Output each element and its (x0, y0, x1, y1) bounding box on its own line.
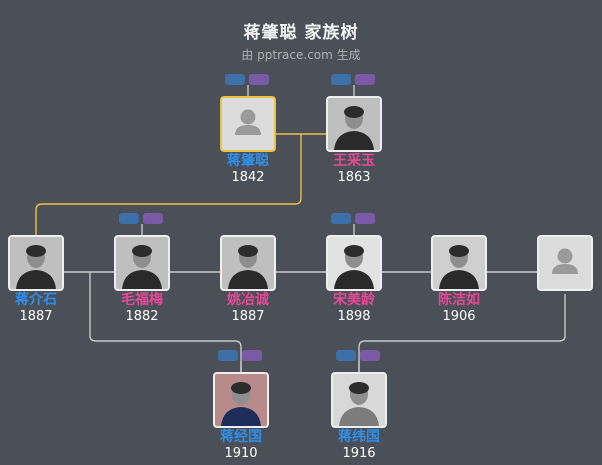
parent-expand-buttons (331, 74, 377, 85)
portrait-photo[interactable] (431, 235, 487, 291)
person-name[interactable]: 陈洁如 (438, 292, 480, 308)
add-father-button[interactable] (331, 213, 351, 224)
birth-year: 1887 (231, 309, 265, 324)
portrait-photo[interactable] (326, 96, 382, 152)
parent-expand-buttons (336, 350, 382, 361)
add-mother-button[interactable] (143, 213, 163, 224)
add-mother-button[interactable] (355, 74, 375, 85)
birth-year: 1910 (224, 446, 258, 461)
birth-year: 1898 (337, 309, 371, 324)
parent-expand-buttons (225, 74, 271, 85)
add-mother-button[interactable] (355, 213, 375, 224)
parent-expand-buttons (119, 213, 165, 224)
add-mother-button[interactable] (360, 350, 380, 361)
person-name[interactable]: 蒋纬国 (338, 429, 380, 445)
parent-child-line (89, 272, 242, 372)
portrait-photo[interactable] (220, 235, 276, 291)
page-title: 蒋肇聪 家族树 (243, 23, 359, 43)
person-name[interactable]: 宋美龄 (333, 292, 375, 308)
add-father-button[interactable] (119, 213, 139, 224)
person-name[interactable]: 毛福梅 (121, 292, 163, 308)
portrait-photo[interactable] (114, 235, 170, 291)
parent-expand-buttons (331, 213, 377, 224)
parent-expand-buttons (218, 350, 264, 361)
birth-year: 1842 (231, 170, 265, 185)
add-father-button[interactable] (225, 74, 245, 85)
birth-year: 1887 (19, 309, 53, 324)
add-mother-button[interactable] (242, 350, 262, 361)
page-subtitle: 由 pptrace.com 生成 (241, 48, 361, 62)
parent-child-line (358, 294, 566, 372)
add-father-button[interactable] (331, 74, 351, 85)
person-name[interactable]: 姚冶诚 (227, 292, 269, 308)
person-name[interactable]: 蒋肇聪 (227, 153, 269, 169)
add-father-button[interactable] (336, 350, 356, 361)
portrait-photo[interactable] (326, 235, 382, 291)
parent-child-line (35, 134, 302, 235)
birth-year: 1882 (125, 309, 159, 324)
person-card-unknown[interactable] (525, 235, 602, 291)
add-mother-button[interactable] (249, 74, 269, 85)
birth-year: 1916 (342, 446, 376, 461)
person-name[interactable]: 蒋介石 (15, 292, 57, 308)
portrait-photo[interactable] (213, 372, 269, 428)
portrait-photo[interactable] (331, 372, 387, 428)
person-name[interactable]: 蒋经国 (220, 429, 262, 445)
person-name[interactable]: 王采玉 (333, 153, 375, 169)
birth-year: 1863 (337, 170, 371, 185)
placeholder-avatar-icon[interactable] (220, 96, 276, 152)
add-father-button[interactable] (218, 350, 238, 361)
placeholder-avatar-icon[interactable] (537, 235, 593, 291)
portrait-photo[interactable] (8, 235, 64, 291)
birth-year: 1906 (442, 309, 476, 324)
